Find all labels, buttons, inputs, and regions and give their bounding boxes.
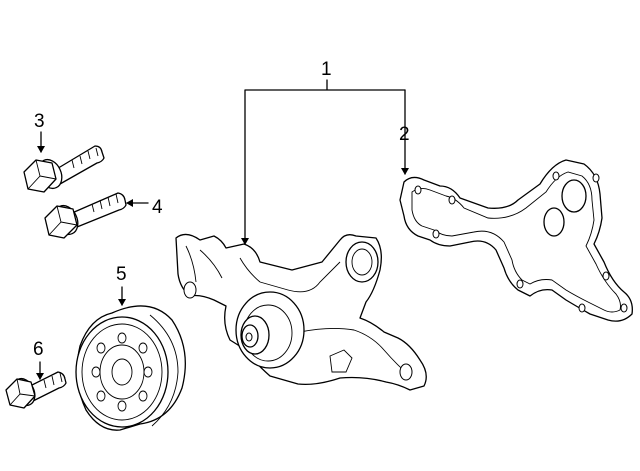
callout-5: 5 (116, 264, 127, 285)
water-pump-pulley (75, 305, 186, 431)
callout-2: 2 (399, 124, 410, 145)
callout-1: 1 (321, 59, 332, 80)
water-pump-gasket (399, 159, 633, 322)
callout-3: 3 (34, 111, 45, 132)
leader-lines (36, 79, 409, 380)
water-pump-assembly (175, 233, 427, 391)
callout-6: 6 (33, 339, 44, 360)
pulley-bolt (5, 371, 67, 409)
flange-bolt-short (44, 192, 127, 239)
flange-bolt-long (23, 145, 105, 193)
callout-4: 4 (152, 197, 163, 218)
